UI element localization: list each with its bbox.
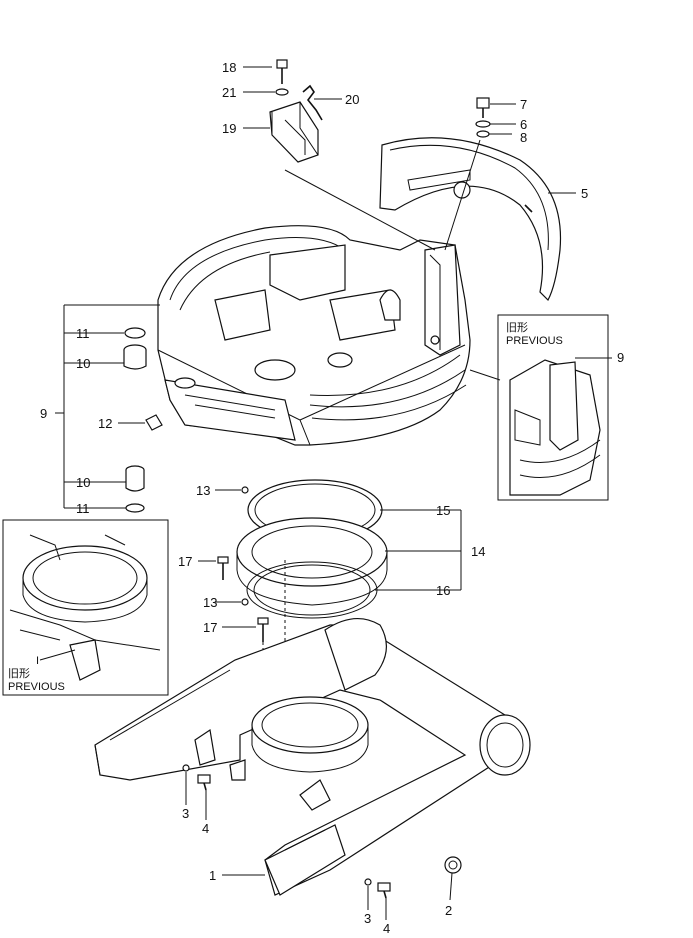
callout-11-lower: 11 [76, 501, 90, 516]
part-7-bolt [476, 97, 490, 118]
callout-2: 2 [445, 903, 452, 918]
callout-3-lower: 3 [364, 911, 371, 926]
callout-12: 12 [98, 416, 112, 431]
callout-19: 19 [222, 121, 236, 136]
part-21-washer [275, 88, 289, 96]
left-inset-jp-label: 旧形 [8, 667, 30, 680]
left-inset-ref-label: I [36, 655, 39, 667]
callout-5: 5 [581, 186, 588, 201]
part-17-upper-bolt [217, 556, 229, 580]
callout-13-upper: 13 [196, 483, 210, 498]
callout-14: 14 [471, 544, 485, 559]
callout-labels: 18 21 19 20 7 6 8 5 9 9 11 10 12 10 11 1… [40, 60, 624, 936]
callout-13-lower: 13 [203, 595, 217, 610]
callout-18: 18 [222, 60, 236, 75]
part-3-upper-washer [182, 764, 190, 772]
callout-4-upper: 4 [202, 821, 209, 836]
callout-21: 21 [222, 85, 236, 100]
part-4-upper-bolt [197, 774, 211, 791]
part-10-upper-bushing [123, 344, 147, 370]
callout-8: 8 [520, 130, 527, 145]
callout-20: 20 [345, 92, 359, 107]
part-20-clip [302, 84, 323, 121]
callout-15: 15 [436, 503, 450, 518]
upper-frame [157, 225, 471, 446]
callout-11-upper: 11 [76, 326, 90, 341]
callout-17-upper: 17 [178, 554, 192, 569]
callout-6: 6 [520, 117, 527, 132]
callout-10-lower: 10 [76, 475, 90, 490]
part-13-lower-pin [241, 598, 249, 606]
right-inset-caption: 旧形 PREVIOUS [506, 321, 563, 347]
callout-9-inset: 9 [617, 350, 624, 365]
leader-lines [39, 66, 612, 920]
left-inset-caption: 旧形 PREVIOUS I [8, 655, 65, 693]
part-11-upper-washer [124, 327, 146, 339]
callout-3-upper: 3 [182, 806, 189, 821]
part-2-bushing [444, 856, 462, 874]
part-11-lower-washer [125, 503, 145, 513]
part-3-lower-washer [364, 878, 372, 886]
part-5-cover [379, 137, 562, 301]
part-17-lower-bolt [257, 617, 269, 642]
right-previous-inset [497, 314, 609, 501]
part-1-lower-frame [94, 618, 531, 896]
callout-16: 16 [436, 583, 450, 598]
callout-1: 1 [209, 868, 216, 883]
callout-9: 9 [40, 406, 47, 421]
right-inset-en-label: PREVIOUS [506, 335, 563, 347]
callout-17-lower: 17 [203, 620, 217, 635]
part-19-bracket [269, 101, 319, 163]
part-8-washer [476, 130, 490, 138]
part-4-lower-bolt [377, 882, 391, 899]
right-inset-jp-label: 旧形 [506, 321, 528, 334]
callout-10-upper: 10 [76, 356, 90, 371]
part-13-upper-pin [241, 486, 249, 494]
part-10-lower-bushing [125, 465, 145, 492]
part-6-washer [475, 120, 491, 128]
left-inset-en-label: PREVIOUS [8, 681, 65, 693]
left-previous-inset [2, 519, 169, 696]
part-18-bolt [276, 59, 288, 84]
part-12-fitting [145, 414, 163, 431]
part-14-slewing-bearing [236, 517, 388, 606]
callout-7: 7 [520, 97, 527, 112]
callout-4-lower: 4 [383, 921, 390, 936]
